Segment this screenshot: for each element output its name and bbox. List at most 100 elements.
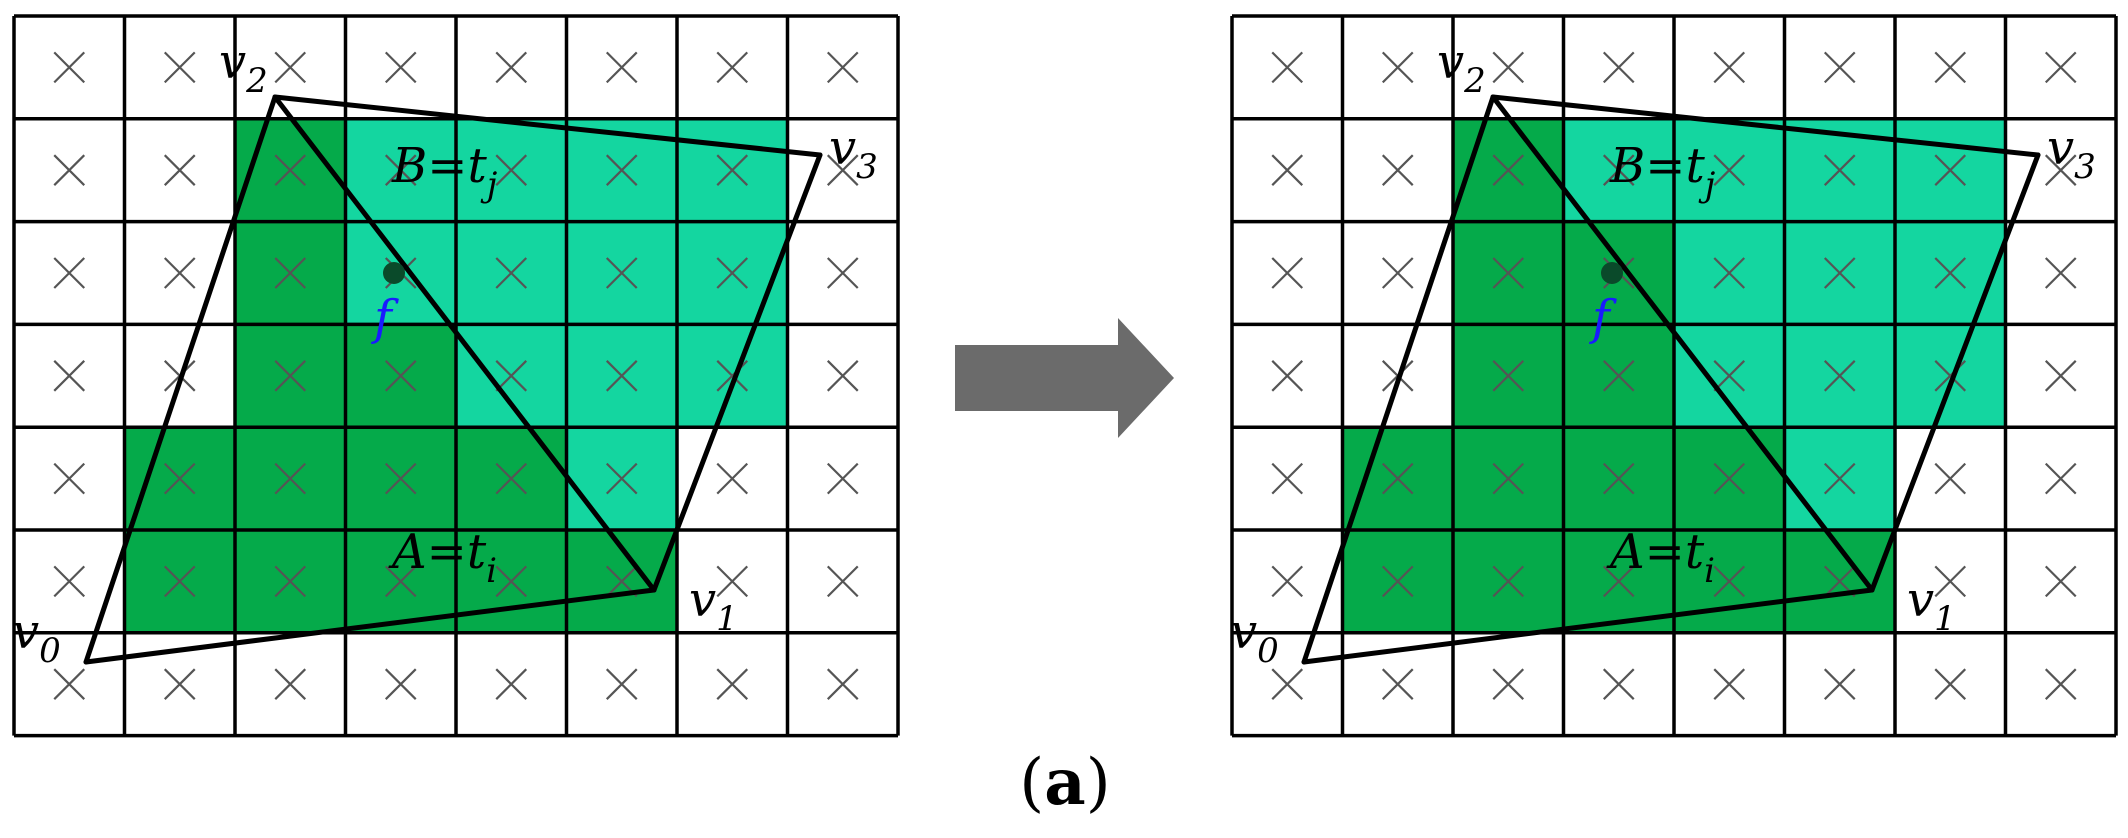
cross-icon	[495, 257, 528, 289]
triangle-edges	[1301, 94, 2041, 665]
cross-icon	[495, 462, 528, 495]
cross-icon	[1271, 360, 1304, 392]
triangle-edges	[83, 94, 823, 665]
cross-icon	[1602, 51, 1635, 84]
cross-icon	[826, 668, 859, 700]
cross-icon	[1602, 462, 1635, 495]
cross-icon	[1713, 565, 1746, 598]
cross-icon	[826, 360, 859, 392]
cross-icon	[826, 565, 859, 598]
label-A: A=ti	[388, 524, 497, 591]
edge-v1-v2	[1490, 94, 1875, 593]
cross-icon	[1934, 668, 1967, 700]
cross-icon	[716, 51, 749, 84]
cross-icon	[53, 257, 86, 289]
cross-icon	[1713, 360, 1746, 392]
cross-icon	[1492, 565, 1525, 598]
cross-icon	[2044, 360, 2077, 392]
cross-icon	[1713, 154, 1746, 186]
cross-icon	[1934, 360, 1967, 392]
cross-icon	[495, 565, 528, 598]
cross-icon	[163, 154, 196, 186]
cross-icon	[274, 565, 307, 598]
cross-icon	[1823, 668, 1856, 700]
cross-icon	[605, 154, 638, 186]
cross-icon	[716, 565, 749, 598]
cross-icon	[163, 565, 196, 598]
cross-icon	[495, 154, 528, 186]
cross-icon	[163, 462, 196, 495]
point-f-dot	[1601, 262, 1623, 284]
cross-icon	[1823, 257, 1856, 289]
cross-icon	[1823, 360, 1856, 392]
cross-icon	[605, 462, 638, 495]
edge-v3-v1	[1869, 152, 2041, 593]
cross-icon	[1934, 51, 1967, 84]
cross-icon	[2044, 154, 2077, 186]
edge-v2-v3	[1490, 94, 2041, 158]
cross-icon	[2044, 257, 2077, 289]
cross-icon	[1713, 668, 1746, 700]
cross-icon	[1934, 257, 1967, 289]
cross-icon	[53, 360, 86, 392]
cross-icon	[274, 257, 307, 289]
cross-icon	[274, 154, 307, 186]
cross-icon	[1602, 668, 1635, 700]
label-v2: v2	[1437, 34, 1486, 101]
cross-icon	[384, 565, 417, 598]
cross-icon	[1381, 257, 1414, 289]
cross-icon	[1381, 462, 1414, 495]
cross-icon	[1934, 154, 1967, 186]
cross-icon	[1713, 462, 1746, 495]
cross-icon	[384, 154, 417, 186]
cross-icon	[1934, 462, 1967, 495]
caption-letter: a	[1044, 745, 1086, 820]
cross-icon	[1823, 154, 1856, 186]
cross-icon	[1934, 565, 1967, 598]
edge-v2-v3	[272, 94, 823, 158]
cross-icon	[716, 360, 749, 392]
cross-icon	[1381, 51, 1414, 84]
label-v3: v3	[829, 120, 878, 187]
cross-icon	[2044, 462, 2077, 495]
label-v3: v3	[2047, 120, 2096, 187]
transition-arrow	[955, 318, 1174, 438]
edge-v0-v1	[1301, 587, 1875, 665]
cross-icon	[716, 154, 749, 186]
edge-v2-v0	[83, 94, 278, 665]
cross-icon	[1381, 565, 1414, 598]
cross-icon	[1271, 154, 1304, 186]
cross-icon	[53, 51, 86, 84]
cross-icon	[2044, 668, 2077, 700]
arrow-right-icon	[955, 318, 1174, 438]
cross-icon	[163, 51, 196, 84]
label-B: B=tj	[391, 138, 498, 205]
cross-icon	[605, 51, 638, 84]
cross-icon	[1823, 51, 1856, 84]
cross-icon	[1602, 154, 1635, 186]
cross-icon	[1492, 257, 1525, 289]
cell-center-crosses	[1271, 51, 2077, 700]
edge-v1-v2	[272, 94, 657, 593]
figure-caption: (a)	[1019, 745, 1111, 820]
label-A: A=ti	[1606, 524, 1715, 591]
cross-icon	[1381, 154, 1414, 186]
cross-icon	[53, 565, 86, 598]
cross-icon	[826, 462, 859, 495]
cross-icon	[1271, 565, 1304, 598]
cross-icon	[274, 668, 307, 700]
cross-icon	[605, 257, 638, 289]
cross-icon	[1492, 360, 1525, 392]
cross-icon	[1492, 668, 1525, 700]
cross-icon	[274, 462, 307, 495]
cross-icon	[495, 668, 528, 700]
point-f-dot	[383, 262, 405, 284]
cross-icon	[163, 257, 196, 289]
cross-icon	[716, 668, 749, 700]
cross-icon	[1492, 154, 1525, 186]
cross-icon	[716, 462, 749, 495]
cross-icon	[384, 51, 417, 84]
cross-icon	[605, 668, 638, 700]
